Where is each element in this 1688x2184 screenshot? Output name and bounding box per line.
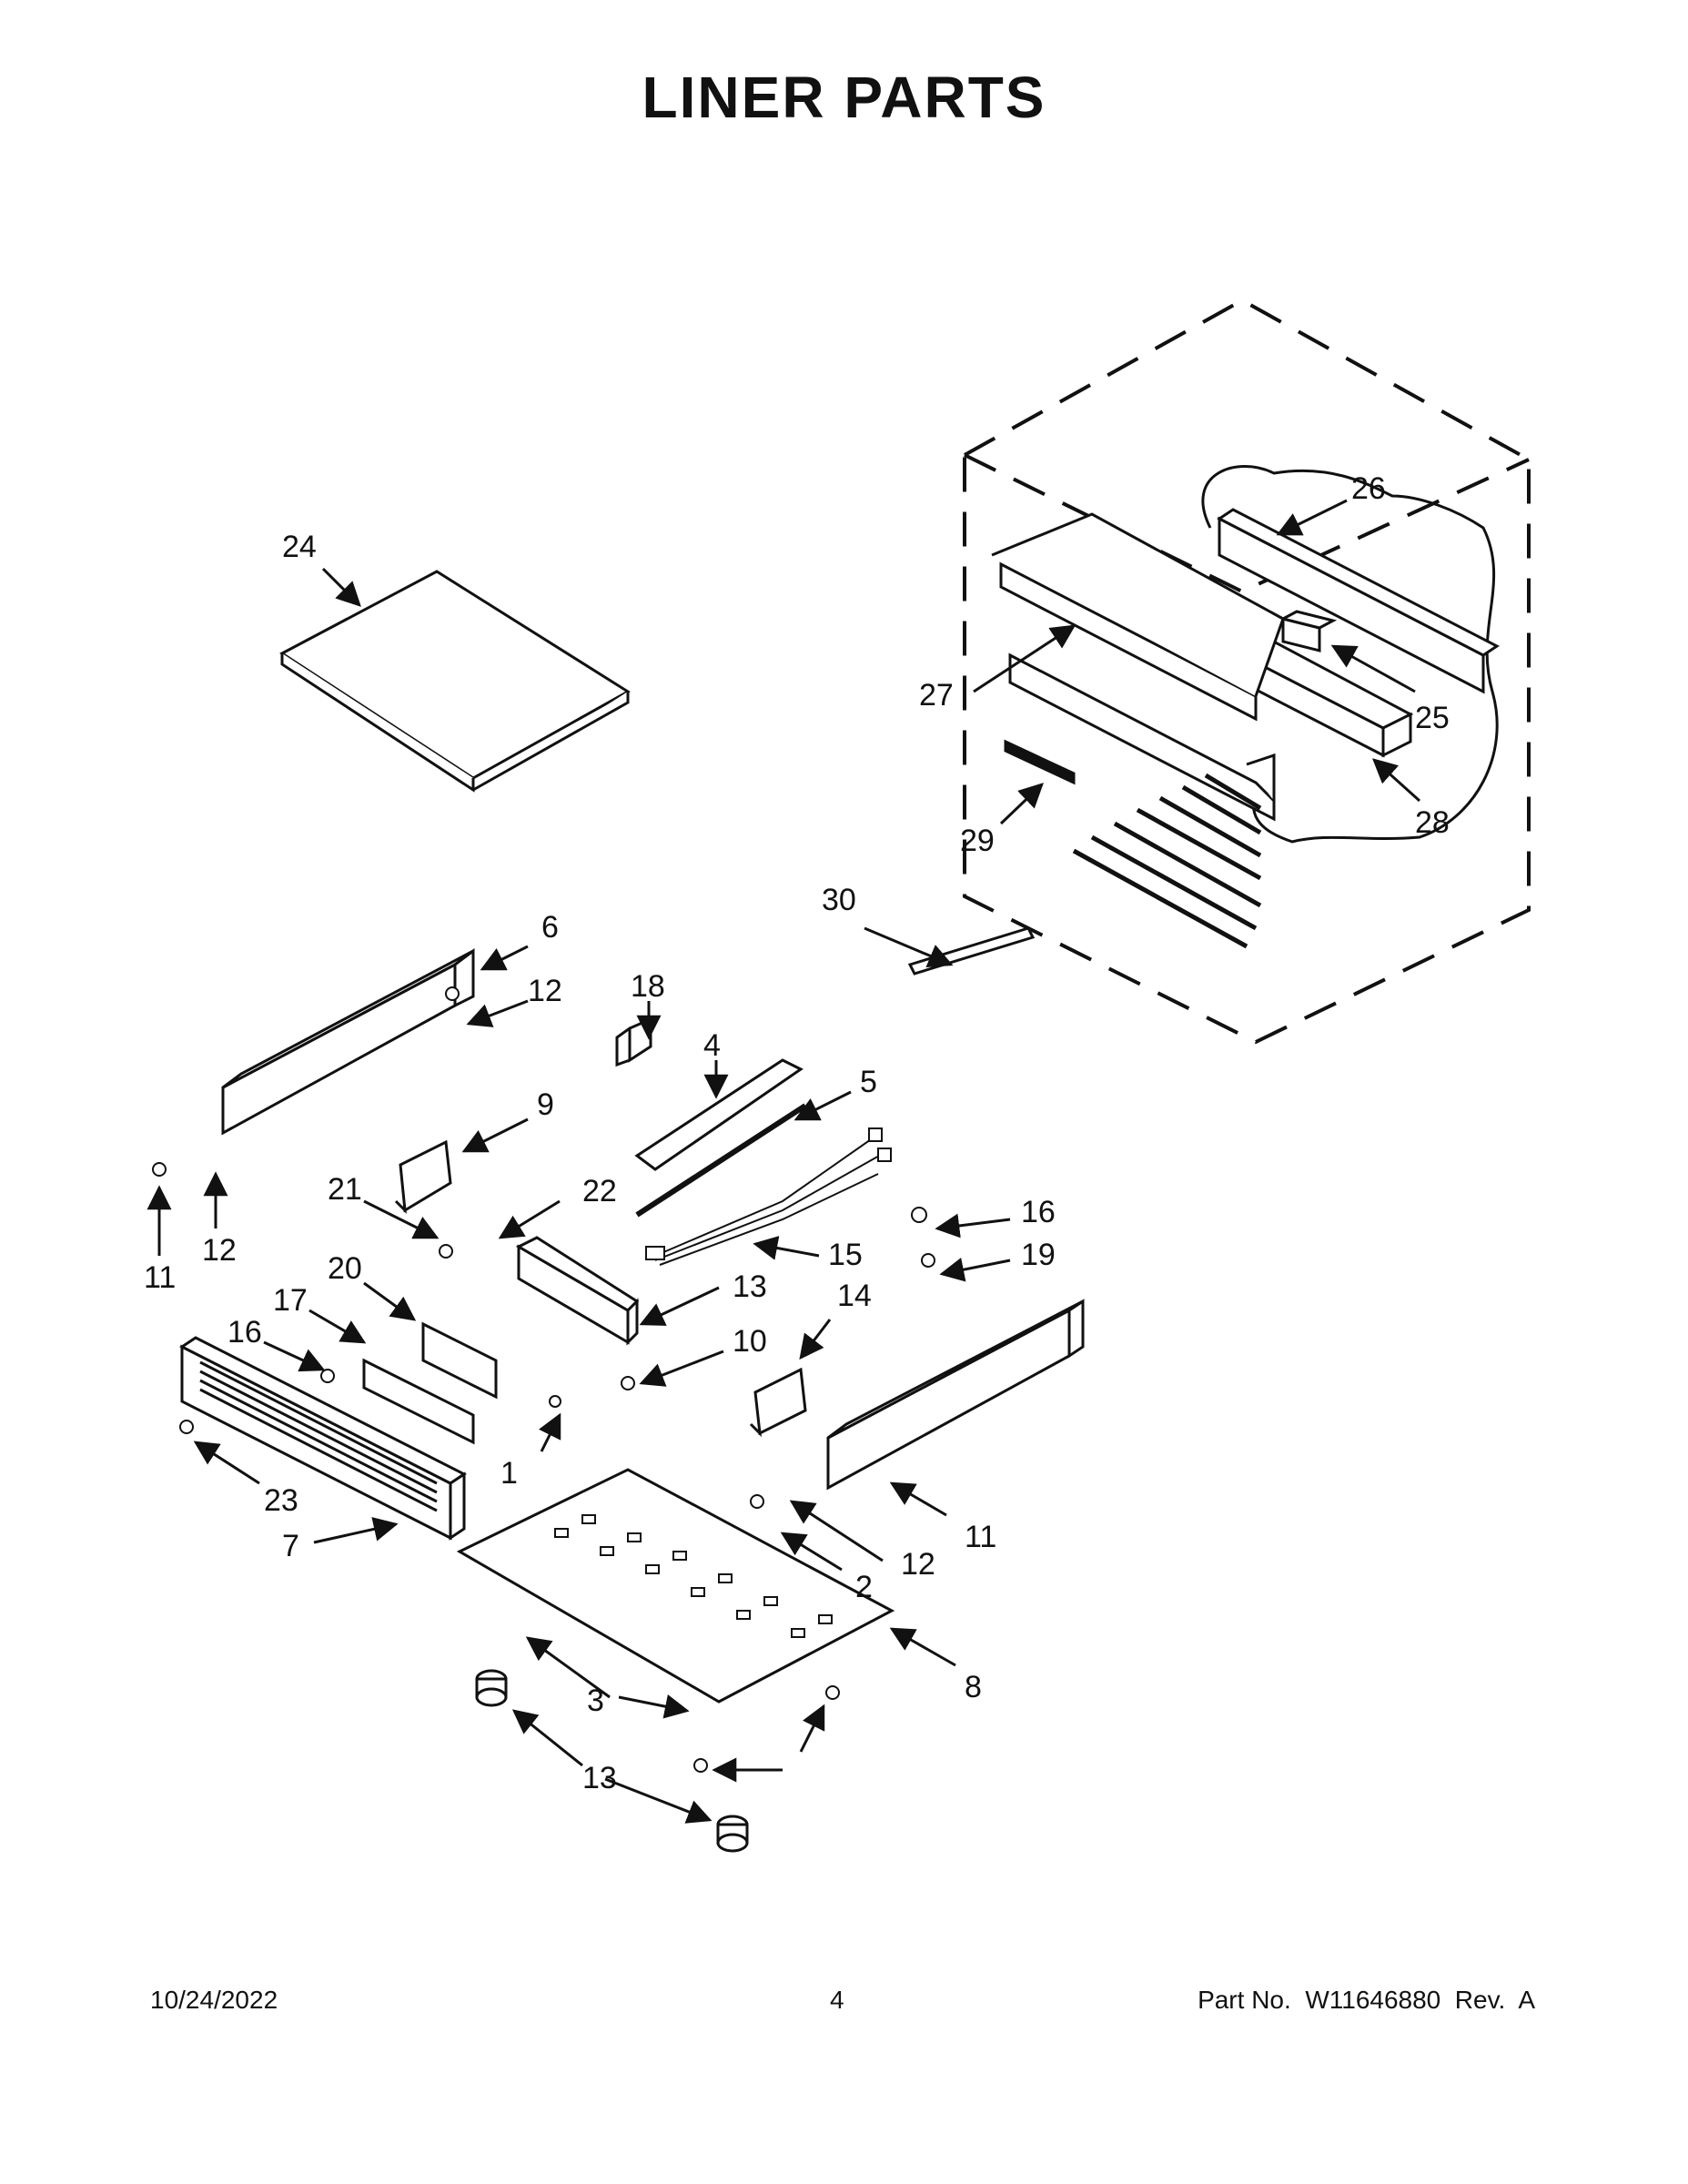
callout-labels: 24 26 25 27 28 29 30 6 12 18 4 5 9 11 12…: [144, 471, 1450, 1795]
callout: 10: [733, 1324, 767, 1359]
part-7-bracket: [826, 1299, 1085, 1491]
callout: 19: [1021, 1238, 1056, 1272]
footer-part-number: Part No. W11646880 Rev. A: [1198, 1986, 1535, 2014]
part-24-shelf: [279, 570, 631, 793]
part-1-louvers: [199, 1360, 438, 1512]
part-30-strip: [907, 926, 1036, 976]
callout: 20: [328, 1251, 362, 1286]
callout: 26: [1351, 471, 1386, 506]
footer-date: 10/24/2022: [150, 1986, 278, 2014]
callout: 12: [202, 1233, 237, 1268]
callout: 27: [919, 678, 954, 713]
callout: 21: [328, 1172, 362, 1207]
evaporator-grille: [1072, 773, 1262, 949]
callout: 3: [587, 1684, 604, 1718]
cutaway-outline: [1201, 465, 1499, 844]
callout: 7: [282, 1529, 299, 1563]
callout: 24: [282, 530, 317, 564]
callout: 8: [965, 1670, 982, 1704]
callout: 4: [703, 1028, 721, 1063]
leader-arrows: [147, 499, 1421, 1824]
part-17-box: [515, 1236, 640, 1346]
part-20-cover: [362, 1358, 475, 1445]
part-19-control-board: [421, 1321, 498, 1400]
part-9-bracket: [394, 1139, 452, 1215]
callout: 17: [273, 1283, 308, 1318]
page-title: LINER PARTS: [642, 65, 1046, 130]
callout: 14: [837, 1279, 872, 1313]
callout: 12: [901, 1547, 935, 1582]
callout: 25: [1415, 701, 1450, 735]
liner-rear-assembly: [991, 508, 1500, 822]
callout: 29: [960, 824, 995, 858]
callout: 6: [541, 910, 559, 945]
callout: 22: [582, 1174, 617, 1208]
part-10-bracket: [749, 1367, 807, 1438]
part-4-gasket: [634, 1058, 804, 1171]
part-18-block: [615, 1016, 652, 1067]
callout: 23: [264, 1483, 298, 1518]
part-22-harness: [645, 1127, 892, 1266]
callout: 12: [528, 974, 562, 1008]
callout: 16: [227, 1315, 262, 1350]
footer-page-number: 4: [830, 1986, 844, 2014]
callout: 13: [733, 1269, 767, 1304]
callout: 9: [537, 1087, 554, 1122]
callout: 1: [500, 1456, 518, 1491]
callout: 30: [822, 883, 856, 917]
part-2-vents: [554, 1514, 833, 1638]
part-1-grille: [179, 1336, 467, 1541]
part-27-tray: [999, 561, 1258, 722]
part-3-leveling-foot: [475, 1669, 749, 1853]
callout: 18: [631, 969, 665, 1004]
part-29-strip: [1004, 739, 1076, 785]
callout: 15: [828, 1238, 863, 1272]
part-6-bracket: [221, 948, 475, 1136]
callout: 11: [144, 1260, 176, 1295]
callout: 13: [582, 1761, 617, 1795]
callout: 5: [860, 1065, 877, 1099]
callout: 2: [855, 1570, 873, 1604]
callout: 16: [1021, 1195, 1056, 1229]
callout: 28: [1415, 805, 1450, 840]
callout: 11: [965, 1520, 996, 1554]
screws: [152, 986, 935, 1773]
part-5-seal: [635, 1103, 807, 1218]
part-2-floor-plate: [456, 1468, 895, 1704]
